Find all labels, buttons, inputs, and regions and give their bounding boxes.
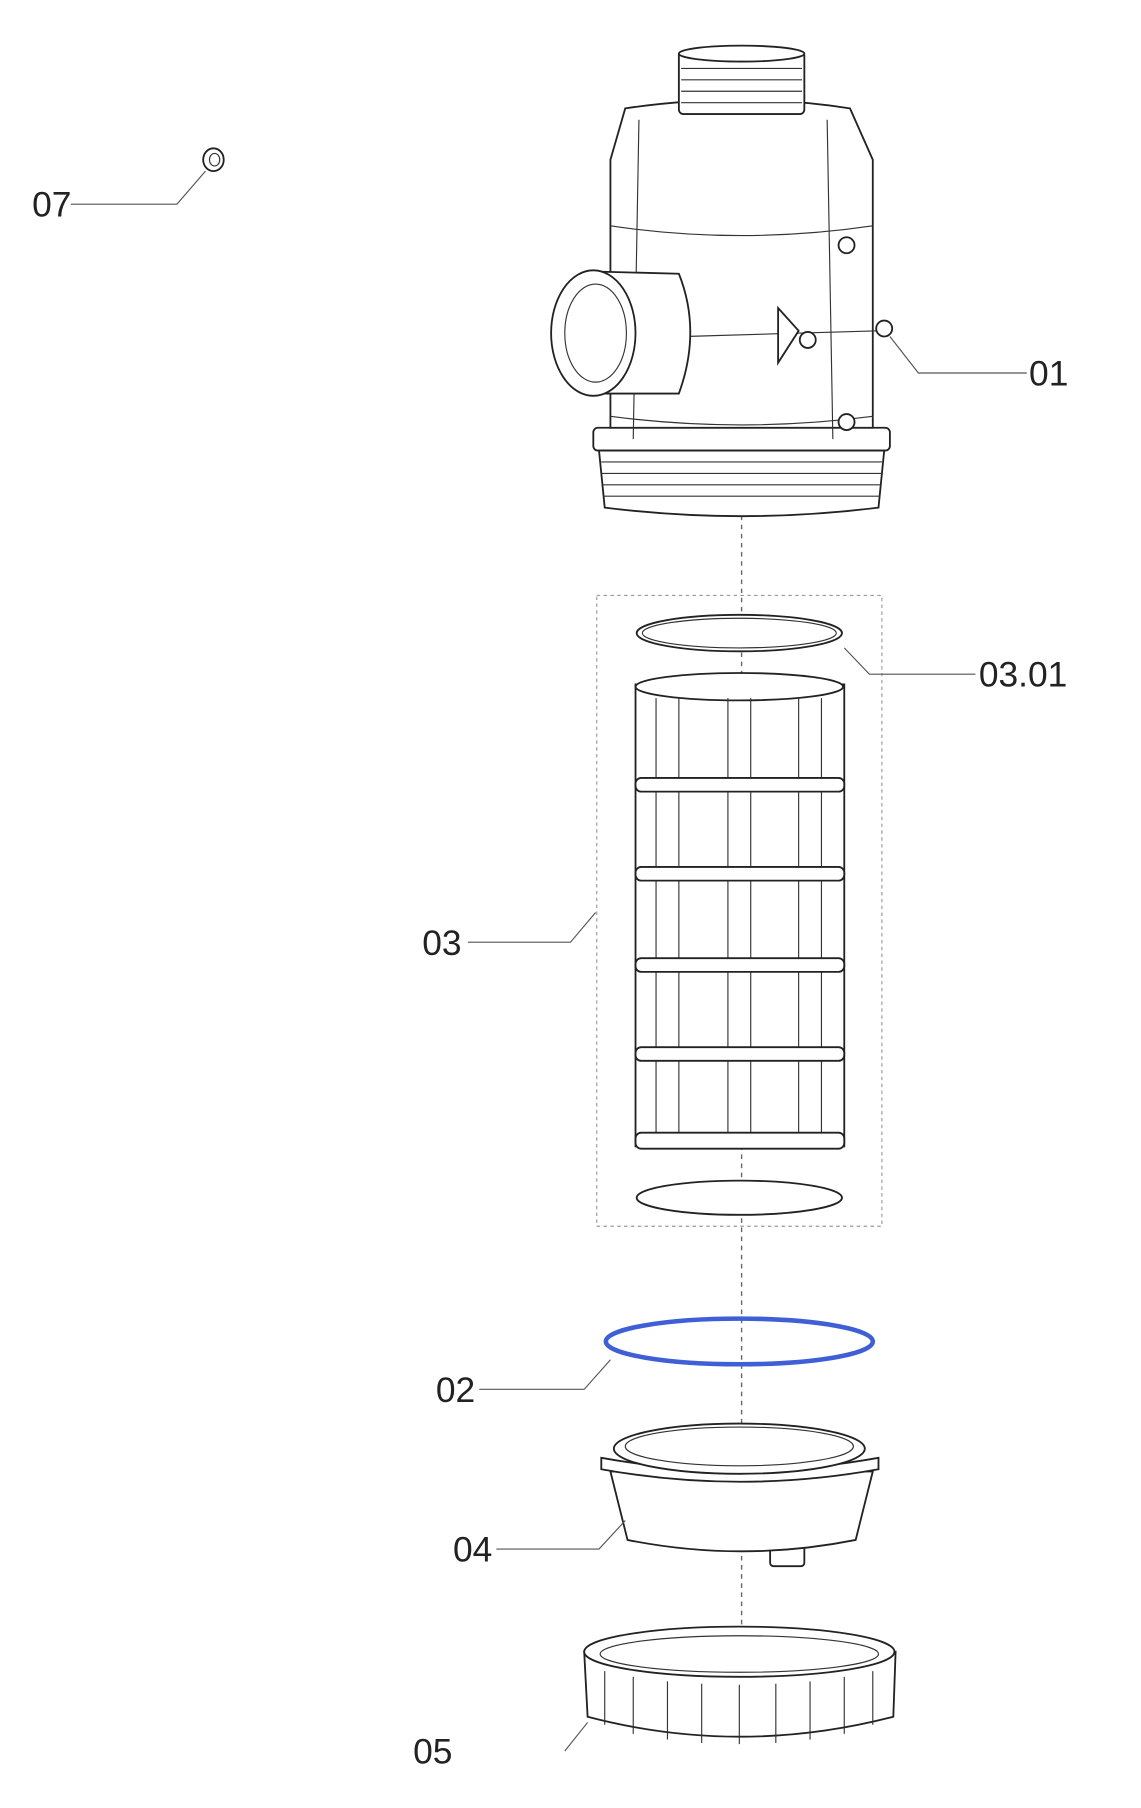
label-01: 01 bbox=[1029, 355, 1068, 394]
label-03: 03 bbox=[422, 924, 461, 963]
part-01-housing[interactable] bbox=[550, 44, 894, 518]
part-07-nut[interactable] bbox=[202, 147, 225, 173]
leader-07 bbox=[70, 170, 206, 205]
cartridge-bottom-ring[interactable] bbox=[635, 1179, 843, 1216]
label-05: 05 bbox=[413, 1733, 452, 1772]
part-04-cap[interactable] bbox=[600, 1422, 880, 1568]
leader-04 bbox=[496, 1520, 626, 1550]
part-05-ring-nut[interactable] bbox=[583, 1625, 897, 1745]
label-04: 04 bbox=[453, 1531, 492, 1570]
label-02: 02 bbox=[436, 1371, 475, 1410]
leader-05 bbox=[564, 1722, 589, 1752]
label-03-01: 03.01 bbox=[979, 656, 1067, 695]
leader-03 bbox=[467, 912, 597, 943]
part-03-cartridge[interactable] bbox=[634, 672, 846, 1150]
part-03-01-oring[interactable] bbox=[635, 613, 843, 653]
leader-01 bbox=[889, 336, 1027, 374]
part-02-oring[interactable] bbox=[603, 1316, 876, 1367]
leader-03-01 bbox=[843, 647, 976, 675]
leader-02 bbox=[479, 1359, 611, 1390]
label-07: 07 bbox=[32, 186, 71, 225]
